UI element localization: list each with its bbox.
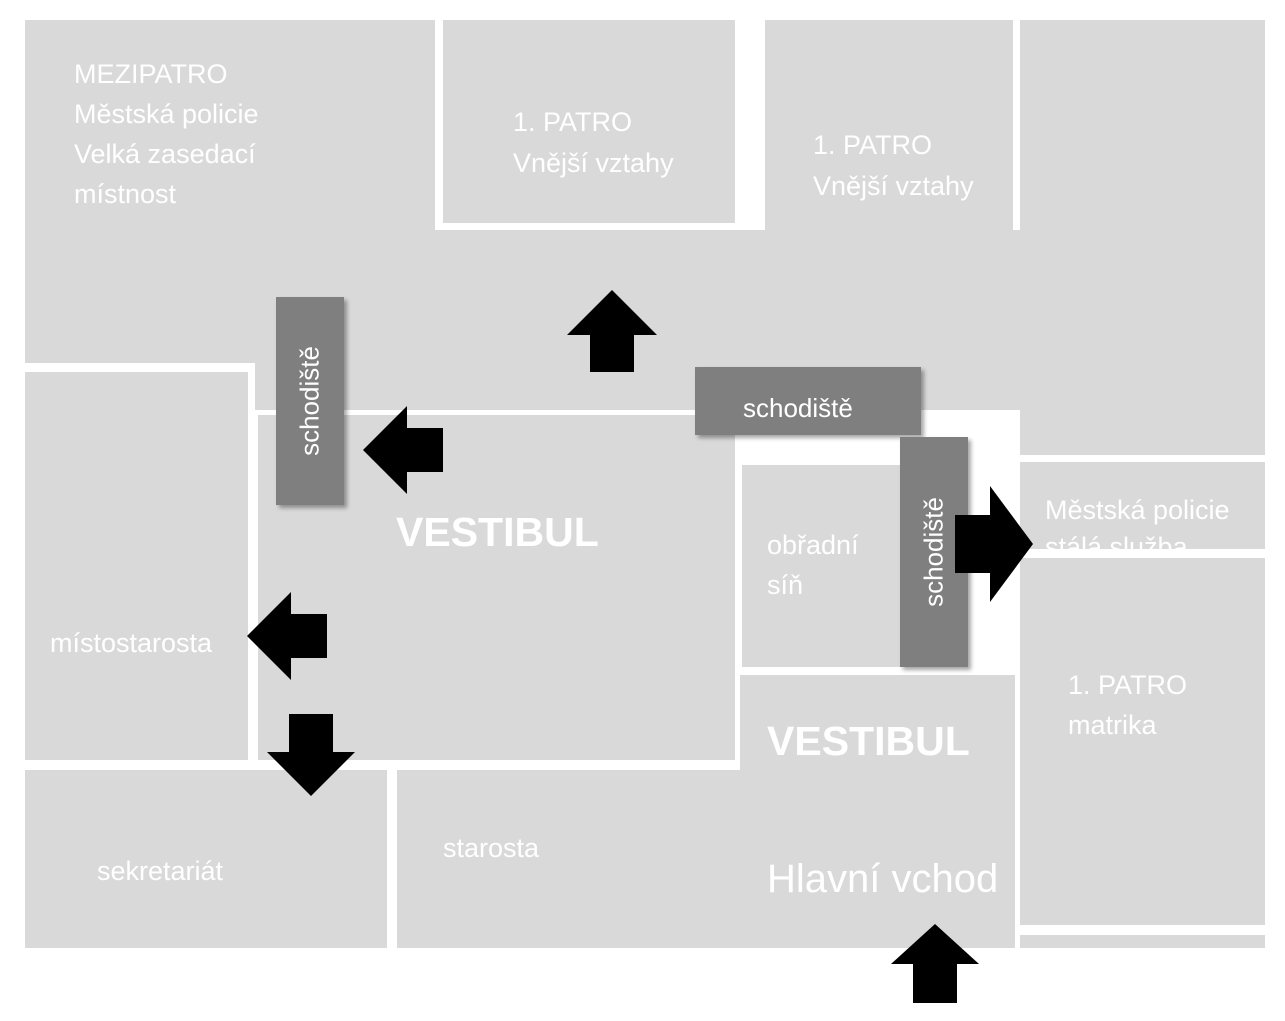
arrow-down-icon — [267, 714, 355, 796]
corridor-entrance — [740, 675, 1015, 948]
room-mezipatro: MEZIPATRO Městská policie Velká zasedací… — [25, 20, 435, 363]
arrow-left-icon — [247, 592, 327, 680]
room-matrika-strip — [1020, 935, 1265, 948]
room-mestska-policie: Městská policie stálá služba — [1020, 462, 1265, 549]
room-vestibul-main-label: VESTIBUL — [396, 509, 599, 555]
room-mestska-policie-line-2: stálá služba — [1045, 532, 1188, 549]
arrow-left-icon — [363, 406, 443, 494]
stair-middle: schodiště — [695, 367, 921, 435]
stair-middle-label: schodiště — [743, 393, 853, 423]
corridor-right-top — [1020, 20, 1265, 455]
room-matrika-line-2: matrika — [1068, 710, 1157, 740]
arrow-up-icon — [891, 924, 979, 1003]
room-vnejsi-vztahy-2: 1. PATRO Vnější vztahy — [765, 20, 1013, 293]
room-starosta-label: starosta — [443, 833, 540, 863]
room-hlavni-vchod-label: Hlavní vchod — [767, 857, 999, 901]
room-vestibul-entrance-label: VESTIBUL — [767, 718, 970, 764]
room-mezipatro-line-2: Městská policie — [74, 99, 259, 129]
room-mistostarosta-label: místostarosta — [50, 628, 213, 658]
stair-right-label: schodiště — [918, 497, 949, 607]
room-obradni-sin-line-2: síň — [767, 570, 804, 600]
room-mestska-policie-line-1: Městská policie — [1045, 495, 1230, 525]
room-vnejsi-vztahy-2-line-2: Vnější vztahy — [813, 171, 974, 201]
room-mistostarosta: místostarosta — [25, 372, 248, 760]
room-mezipatro-line-3: Velká zasedací — [74, 139, 256, 169]
room-mezipatro-line-4: místnost — [74, 179, 177, 209]
room-vnejsi-vztahy-1: 1. PATRO Vnější vztahy — [443, 20, 735, 223]
arrow-right-icon — [955, 486, 1033, 602]
room-starosta: starosta — [397, 770, 757, 948]
hlavni-vchod-clip: Hlavní vchod — [740, 850, 1015, 910]
stair-left-label: schodiště — [294, 346, 325, 456]
room-mezipatro-line-1: MEZIPATRO — [74, 59, 228, 89]
room-matrika-line-1: 1. PATRO — [1068, 670, 1188, 700]
room-obradni-sin-line-1: obřadní — [767, 530, 859, 560]
room-vnejsi-vztahy-1-line-1: 1. PATRO — [513, 107, 633, 137]
room-obradni-sin: obřadní síň — [742, 465, 900, 667]
room-sekretariat-label: sekretariát — [97, 856, 224, 886]
room-matrika: 1. PATRO matrika — [1020, 558, 1265, 925]
arrow-up-icon — [567, 290, 657, 372]
stair-left: schodiště — [276, 297, 344, 505]
room-vnejsi-vztahy-1-line-2: Vnější vztahy — [513, 148, 674, 178]
room-vnejsi-vztahy-2-line-1: 1. PATRO — [813, 130, 933, 160]
room-sekretariat: sekretariát — [25, 770, 387, 948]
